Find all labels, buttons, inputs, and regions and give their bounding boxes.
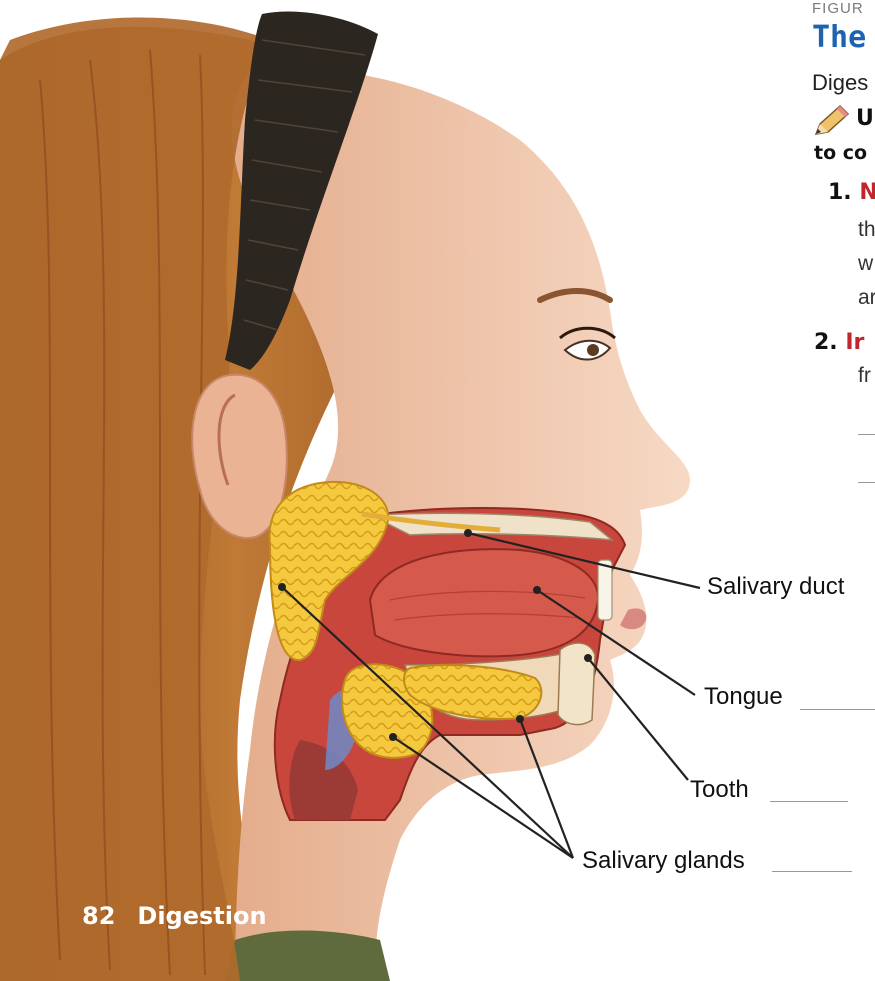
instruction-line-1: U	[856, 106, 874, 131]
figure-label: FIGUR	[812, 0, 864, 17]
answer-line-2[interactable]	[858, 482, 875, 483]
page-footer: 82 Digestion	[82, 902, 289, 930]
step-1-keyword: N	[859, 180, 875, 205]
label-salivary-duct: Salivary duct	[707, 573, 844, 601]
step-1-line-2: w	[858, 252, 873, 276]
step-1: 1. N	[828, 180, 875, 205]
label-tooth: Tooth	[690, 776, 749, 804]
step-2-number: 2.	[814, 330, 838, 355]
upper-tooth	[598, 560, 612, 620]
label-tongue: Tongue	[704, 683, 783, 711]
pencil-icon	[812, 104, 852, 140]
tongue	[370, 549, 598, 656]
section-name: Digestion	[137, 902, 266, 930]
answer-line-1[interactable]	[858, 434, 875, 435]
tooth-answer-line[interactable]	[770, 801, 848, 802]
figure-title: The	[812, 20, 866, 55]
step-2: 2. Ir	[814, 330, 864, 355]
step-2-line-1: fr	[858, 364, 871, 388]
step-2-keyword: Ir	[845, 330, 864, 355]
tongue-answer-line[interactable]	[800, 709, 875, 710]
figure-intro: Diges	[812, 70, 868, 96]
salivary-glands-answer-line[interactable]	[772, 871, 852, 872]
step-1-line-1: th	[858, 218, 875, 242]
step-1-line-3: ar	[858, 286, 875, 310]
instruction-line-2: to co	[814, 142, 867, 164]
step-1-number: 1.	[828, 180, 852, 205]
sweater	[225, 931, 390, 981]
page-number: 82	[82, 902, 115, 930]
label-salivary-glands: Salivary glands	[582, 847, 745, 875]
